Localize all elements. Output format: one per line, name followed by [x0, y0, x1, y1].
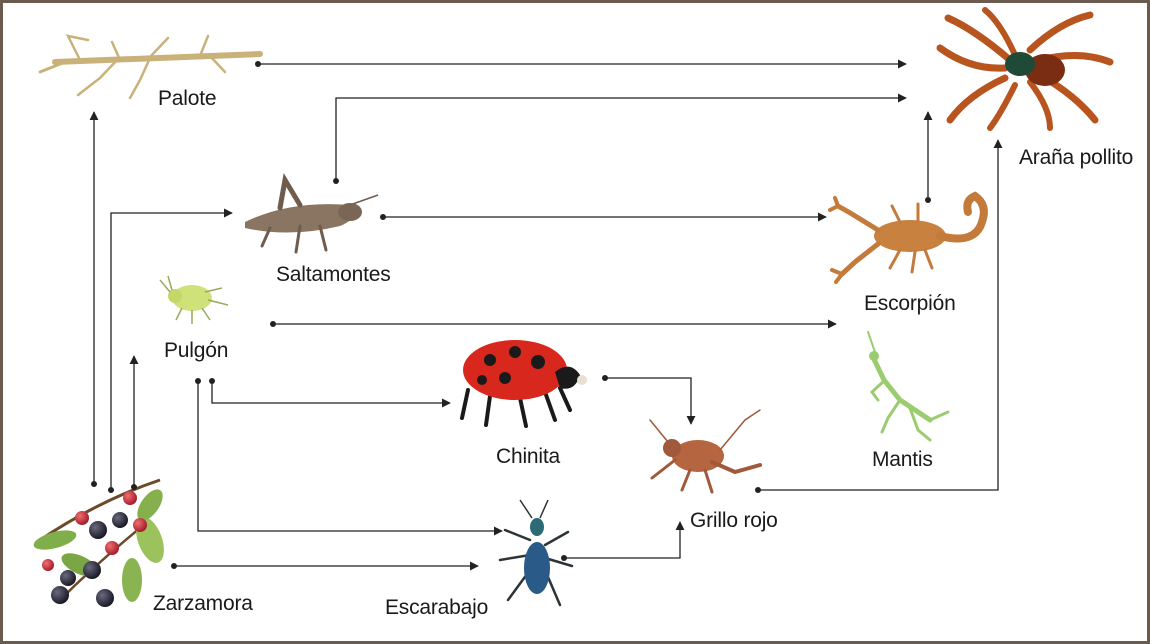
- escorpion-illustration: [830, 196, 984, 282]
- label-palote: Palote: [158, 87, 216, 111]
- label-pulgon: Pulgón: [164, 339, 228, 363]
- label-grillo-rojo: Grillo rojo: [690, 509, 778, 533]
- saltamontes-illustration: [245, 180, 378, 252]
- zarzamora-illustration: [32, 480, 170, 607]
- label-zarzamora: Zarzamora: [153, 592, 253, 616]
- label-escarabajo: Escarabajo: [385, 596, 488, 620]
- label-chinita: Chinita: [496, 445, 560, 469]
- label-arana-pollito: Araña pollito: [1019, 146, 1133, 170]
- label-saltamontes: Saltamontes: [276, 263, 391, 287]
- palote-illustration: [40, 36, 260, 98]
- label-mantis: Mantis: [872, 448, 933, 472]
- pulgon-illustration: [160, 276, 228, 324]
- arrow-saltamontes-arana: [336, 98, 906, 181]
- mantis-illustration: [868, 332, 948, 440]
- arana-pollito-illustration: [940, 10, 1110, 128]
- arrow-chinita-grillo: [605, 378, 691, 424]
- food-web-arrows: [94, 64, 998, 566]
- arrow-pulgon-chinita: [212, 381, 450, 403]
- chinita-illustration: [462, 340, 587, 426]
- arrow-escarabajo-grillo: [564, 522, 680, 558]
- escarabajo-illustration: [500, 500, 572, 605]
- grillo-rojo-illustration: [650, 410, 760, 492]
- label-escorpion: Escorpión: [864, 292, 956, 316]
- arrow-origin-dots: [91, 61, 931, 569]
